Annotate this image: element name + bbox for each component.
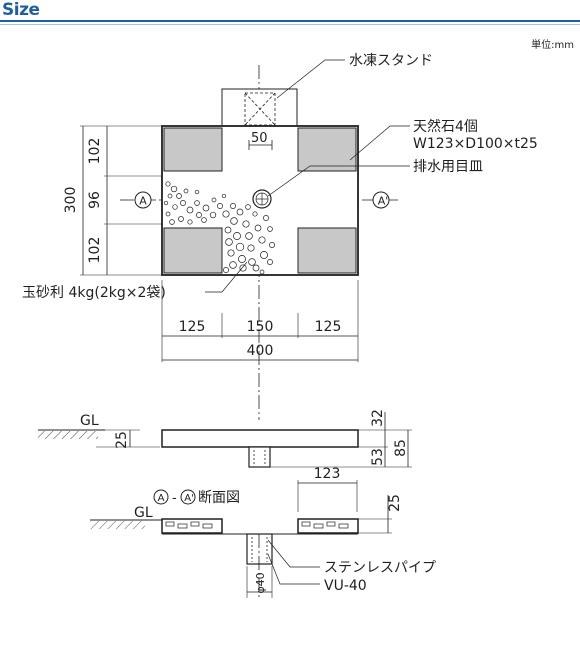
leader-stand: [276, 59, 345, 99]
dim-50: 50: [251, 131, 268, 146]
label-stone-2: W123×D100×t25: [413, 136, 538, 152]
dim-sec-25: 25: [387, 494, 403, 512]
dim-bottom-right: 125: [315, 319, 342, 335]
gl-label-section: GL: [134, 505, 153, 521]
dim-left-top: 102: [87, 138, 103, 165]
section-marker-right: [372, 191, 390, 209]
header-rule-secondary: [0, 24, 580, 25]
leader-stone: [349, 125, 410, 161]
stone-bottom-right: [297, 227, 357, 274]
elevation-view: GL 25 32 53 85: [38, 409, 412, 468]
section-title: Size: [2, 0, 40, 20]
label-gravel: 玉砂利 4kg(2kg×2袋): [22, 285, 166, 301]
gl-label-elevation: GL: [80, 413, 99, 429]
section-view: 123 A - A' 断面図 GL 25: [90, 466, 436, 600]
unit-label: 単位:mm: [531, 40, 574, 51]
label-pipe: ステンレスパイプ: [324, 560, 436, 576]
dim-sec-phi: φ40: [254, 572, 267, 593]
stone-top-right: [297, 127, 357, 172]
leader-gravel: [205, 261, 248, 293]
dim-elev-32: 32: [370, 409, 386, 427]
dim-left-mid: 96: [87, 191, 103, 209]
section-pipe: [246, 533, 273, 565]
section-header: Size: [0, 0, 580, 25]
dim-elev-53: 53: [370, 448, 386, 466]
dim-bottom-mid: 150: [247, 319, 274, 335]
dim-left-total: 300: [63, 187, 79, 214]
gravel: [163, 181, 275, 275]
dim-left-bottom: 102: [87, 237, 103, 264]
stone-bottom-left: [163, 227, 223, 274]
leader-vu: [267, 553, 320, 585]
leader-drain: [267, 165, 410, 197]
plan-view: 50 A A' 102 96 102 300 125 150 125 400 水…: [22, 53, 538, 420]
label-drain: 排水用目皿: [413, 159, 483, 175]
dim-bottom-left: 125: [179, 319, 206, 335]
elevation-base: [161, 429, 359, 448]
section-marker-left: [134, 191, 152, 209]
section-title-mark-a: A: [158, 493, 165, 504]
dim-sec-123: 123: [314, 466, 341, 482]
label-stone-1: 天然石4個: [413, 118, 478, 135]
stand-inner-dashed: [244, 92, 276, 126]
dim-bottom-total: 400: [247, 343, 274, 359]
stone-top-left: [163, 127, 223, 172]
section-marker-right-label: A': [378, 195, 389, 208]
section-title-dash: -: [172, 491, 177, 506]
dim-elev-25: 25: [114, 431, 130, 449]
label-stand: 水凍スタンド: [349, 53, 433, 69]
label-vu: VU-40: [324, 578, 367, 594]
elevation-pipe: [248, 446, 271, 468]
leader-pipe: [267, 539, 320, 568]
section-title-mark-b: A': [184, 493, 194, 504]
section-marker-left-label: A: [139, 195, 147, 208]
dim-elev-85: 85: [393, 439, 409, 457]
header-rule-primary: [0, 20, 580, 22]
stand-top-box: [221, 88, 298, 127]
section-title-text: 断面図: [198, 490, 240, 506]
